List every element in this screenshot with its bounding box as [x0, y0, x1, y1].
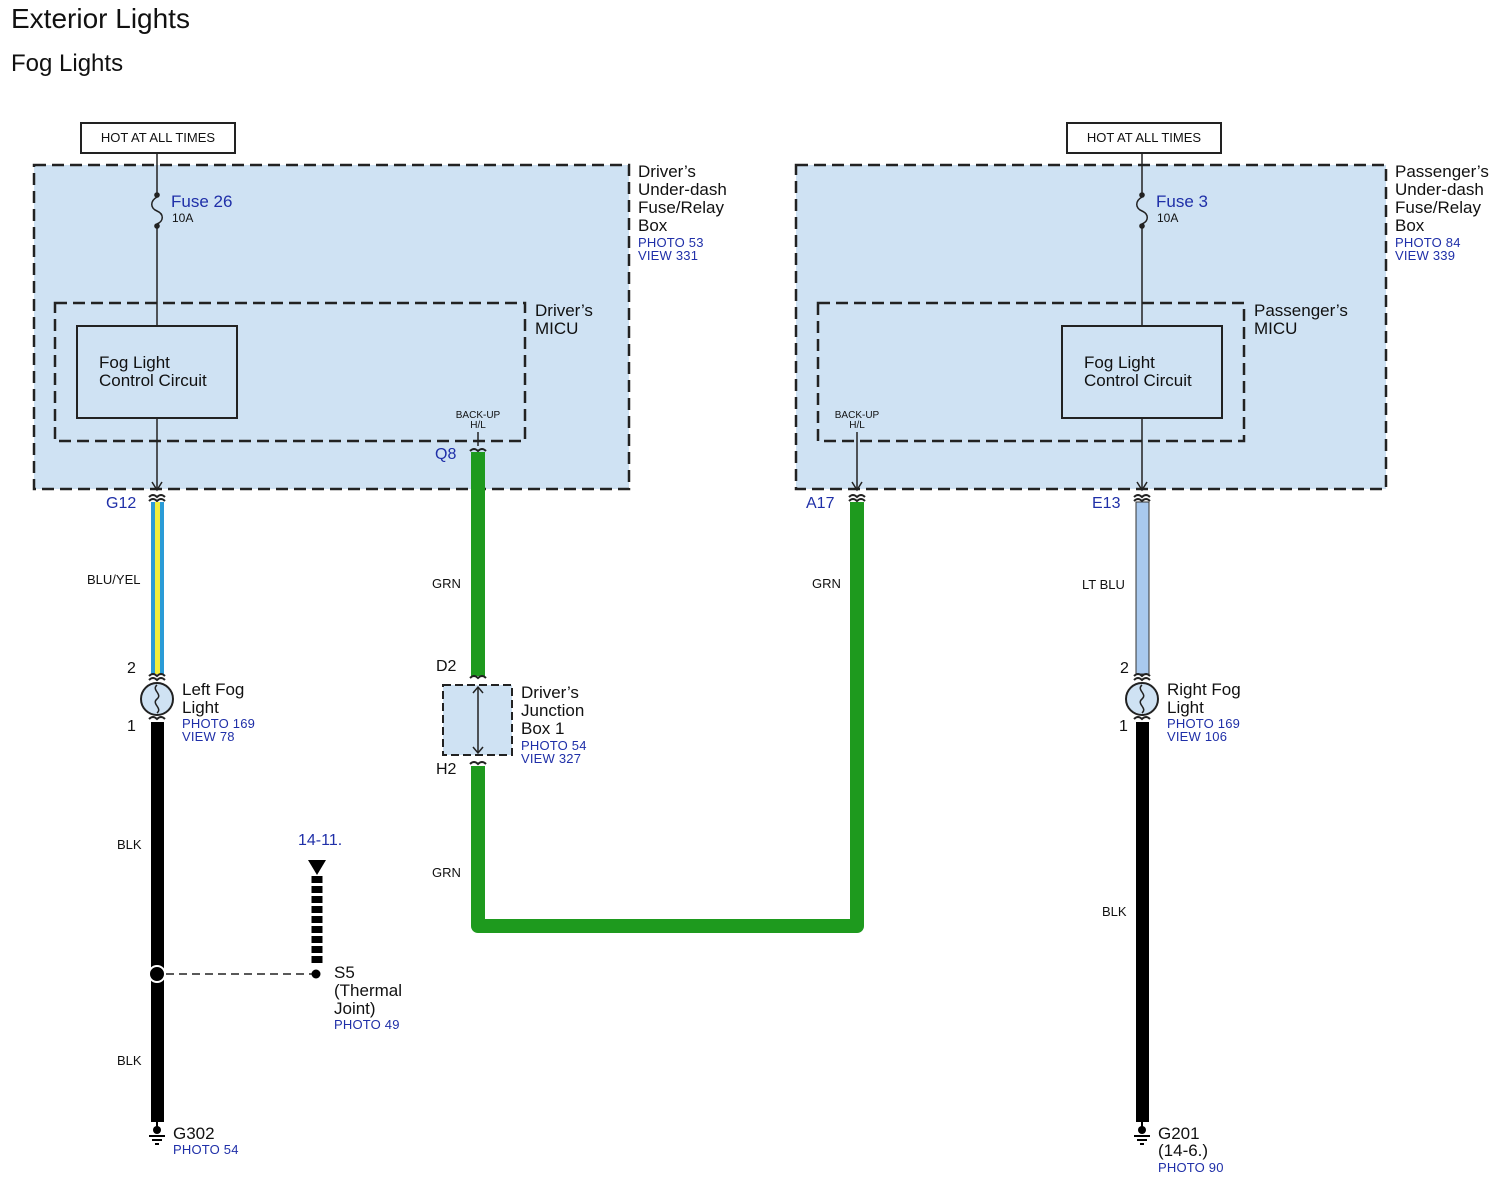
ground-g302-name: G302 — [173, 1124, 215, 1143]
left-hot-at-all-times-label: HOT AT ALL TIMES — [80, 122, 236, 154]
left-splice-junction — [148, 965, 166, 983]
right-fuse-box-label: Passenger’s Under-dash Fuse/Relay Box — [1395, 162, 1489, 235]
left-control-circuit-box — [76, 325, 238, 419]
right-control-circuit-label: Fog Light Control Circuit — [1084, 353, 1192, 390]
ground-g201-photo: PHOTO 90 — [1158, 1160, 1224, 1175]
left-fuse-box-view: VIEW 331 — [638, 248, 699, 263]
right-hot-at-all-times-label: HOT AT ALL TIMES — [1066, 122, 1222, 154]
wire-label-grn-top: GRN — [432, 576, 461, 591]
junction-box-view: VIEW 327 — [521, 751, 582, 766]
wire-label-blk-left-bottom: BLK — [117, 1053, 142, 1068]
ground-g302-photo: PHOTO 54 — [173, 1142, 239, 1157]
left-fuse-name: Fuse 26 — [171, 192, 233, 211]
left-fog-light-view: VIEW 78 — [182, 729, 235, 744]
wire-label-lt-blu: LT BLU — [1082, 577, 1125, 592]
wire-label-grn-right: GRN — [812, 576, 841, 591]
right-fog-pin-1: 1 — [1119, 718, 1128, 735]
right-fog-light-photo: PHOTO 169 — [1167, 716, 1241, 731]
right-backup-label: BACK-UP H/L — [834, 410, 880, 431]
pin-a17: A17 — [806, 495, 835, 512]
right-fuse-box-photo: PHOTO 84 — [1395, 235, 1461, 250]
pin-h2: H2 — [436, 761, 457, 778]
left-fog-pin-2: 2 — [127, 660, 136, 677]
left-fuse-symbol — [151, 196, 163, 225]
right-fuse-box-view: VIEW 339 — [1395, 248, 1456, 263]
right-micu-label: Passenger’s MICU — [1254, 301, 1348, 338]
ground-g201-icon — [1134, 1122, 1150, 1145]
ref-arrow-14-11 — [308, 860, 326, 875]
pin-g12: G12 — [106, 495, 137, 512]
wire-grn-q8 — [471, 452, 485, 676]
ground-g302-icon — [149, 1122, 165, 1145]
left-backup-label: BACK-UP H/L — [455, 410, 501, 431]
ground-g201-ref-link[interactable]: (14-6.) — [1158, 1141, 1209, 1160]
left-fog-light-label: Left Fog Light — [182, 680, 245, 717]
wire-grn-loop — [471, 502, 864, 933]
left-fuse-box-photo: PHOTO 53 — [638, 235, 704, 250]
wire-label-blk-right: BLK — [1102, 904, 1127, 919]
page-subtitle: Fog Lights — [11, 50, 124, 77]
right-fog-light-label: Right Fog Light — [1167, 680, 1241, 717]
right-fuse-symbol — [1136, 196, 1148, 225]
left-fuse-rating: 10A — [172, 211, 194, 225]
left-micu-outline — [53, 301, 527, 443]
left-micu-label: Driver’s MICU — [535, 301, 593, 338]
pin-e13: E13 — [1092, 495, 1121, 512]
right-micu-outline — [816, 301, 1246, 443]
left-control-circuit-label: Fog Light Control Circuit — [99, 353, 207, 390]
ref-page-link-14-11[interactable]: 14-11. — [298, 832, 343, 849]
page-title: Exterior Lights — [11, 3, 190, 34]
right-fuse-rating: 10A — [1157, 211, 1179, 225]
left-fog-pin-1: 1 — [127, 718, 136, 735]
wire-lt-blu — [1135, 501, 1150, 675]
splice-s5-photo: PHOTO 49 — [334, 1017, 400, 1032]
wire-label-grn-bottom: GRN — [432, 865, 461, 880]
wire-label-blu-yel: BLU/YEL — [87, 572, 141, 587]
ground-g201-name: G201 — [1158, 1124, 1200, 1143]
pin-q8: Q8 — [435, 446, 457, 463]
junction-box-label: Driver’s Junction Box 1 — [521, 683, 585, 738]
wire-blk-left — [151, 722, 164, 1122]
splice-s5-name: S5 — [334, 963, 355, 982]
left-fuse-box-label: Driver’s Under-dash Fuse/Relay Box — [638, 162, 727, 235]
wire-label-blk-left-top: BLK — [117, 837, 142, 852]
right-fog-pin-2: 2 — [1120, 660, 1129, 677]
junction-box-photo: PHOTO 54 — [521, 738, 587, 753]
wire-blk-right — [1136, 722, 1149, 1122]
left-fog-light-photo: PHOTO 169 — [182, 716, 256, 731]
right-fog-light-view: VIEW 106 — [1167, 729, 1228, 744]
right-fuse-name: Fuse 3 — [1156, 192, 1208, 211]
splice-s5-label: (Thermal Joint) — [334, 981, 403, 1018]
pin-d2: D2 — [436, 658, 457, 675]
